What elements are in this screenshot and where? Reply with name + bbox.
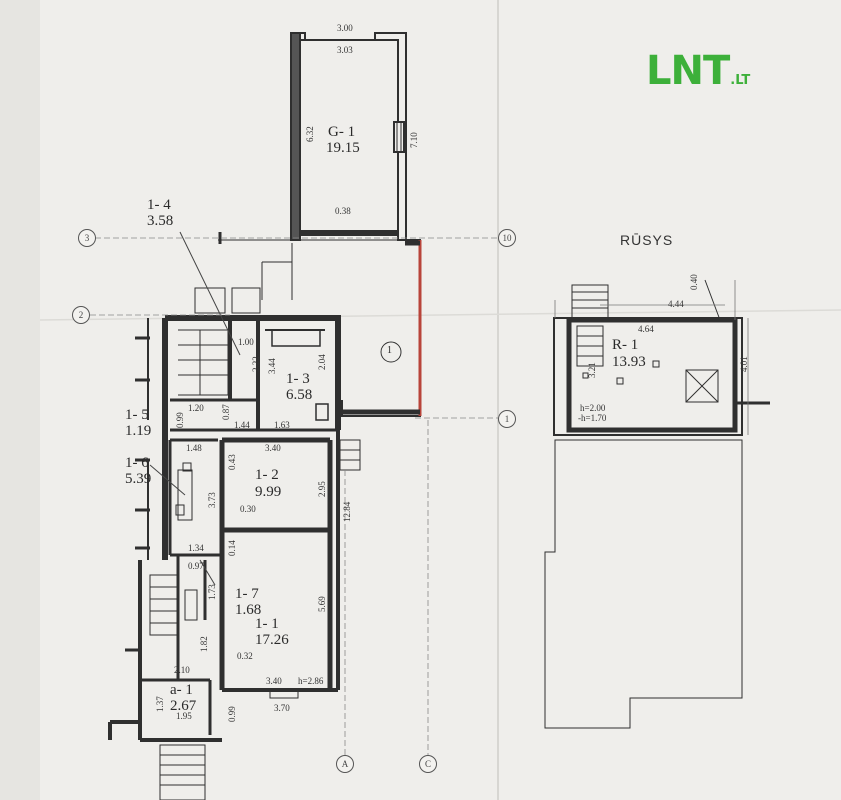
- dim-label: 0.14: [227, 540, 237, 556]
- room-1-1-area: 17.26: [255, 632, 289, 648]
- dim-label: 3.21: [587, 362, 597, 378]
- dim-label: 1.44: [234, 420, 250, 430]
- dim-label: 0.32: [237, 651, 253, 661]
- axis-marker-c: C: [419, 755, 437, 773]
- dim-label: 0.38: [335, 206, 351, 216]
- dim-label: -h=1.70: [578, 413, 607, 423]
- dim-label: 0.97: [188, 561, 204, 571]
- dim-label: 3.00: [337, 23, 353, 33]
- room-1-2-code: 1- 2: [255, 467, 279, 483]
- dim-label: 2.04: [317, 354, 327, 370]
- dim-label: 7.10: [409, 132, 419, 148]
- dim-label: 1.20: [188, 403, 204, 413]
- dim-label: 1.48: [186, 443, 202, 453]
- room-1-3-area: 6.58: [286, 387, 313, 403]
- dim-label: 0.40: [689, 274, 699, 290]
- dim-label: h=2.86: [298, 676, 324, 686]
- room-1-6-code: 1- 6: [125, 455, 149, 471]
- annex-room-number: 1: [387, 345, 392, 356]
- room-g1-code: G- 1: [328, 124, 356, 140]
- dim-label: h=2.00: [580, 403, 606, 413]
- dim-label: 4.44: [668, 299, 684, 309]
- axis-marker-a: A: [336, 755, 354, 773]
- room-1-7-area: 1.68: [235, 602, 262, 618]
- dim-label: 1.63: [274, 420, 290, 430]
- dim-label: 2.22: [251, 356, 261, 372]
- room-1-4-area: 3.58: [147, 213, 174, 229]
- dim-label: 1.37: [155, 696, 165, 712]
- axis-marker-1: 1: [498, 410, 516, 428]
- room-1-4-code: 1- 4: [147, 197, 171, 213]
- room-a1-area: 2.67: [170, 698, 197, 714]
- dim-label: 2.95: [317, 481, 327, 497]
- room-r1-code: R- 1: [612, 337, 639, 353]
- room-1-1-code: 1- 1: [255, 616, 279, 632]
- dim-label: 2.10: [174, 665, 190, 675]
- dim-label: 12.84: [342, 501, 352, 522]
- dim-label: 6.32: [305, 126, 315, 142]
- dim-label: 5.69: [317, 596, 327, 612]
- dim-label: 1.34: [188, 543, 204, 553]
- lnt-logo: LNT .LT: [646, 48, 750, 94]
- logo-suffix-text: .LT: [730, 73, 751, 88]
- dim-label: 3.03: [337, 45, 353, 55]
- dim-label: 4.01: [739, 356, 749, 372]
- axis-marker-10: 10: [498, 229, 516, 247]
- room-a1-code: a- 1: [170, 682, 193, 698]
- room-1-5-area: 1.19: [125, 423, 152, 439]
- room-r1-area: 13.93: [612, 354, 646, 370]
- room-1-3-code: 1- 3: [286, 371, 310, 387]
- dim-label: 1.95: [176, 711, 192, 721]
- room-1-6-area: 5.39: [125, 471, 152, 487]
- dim-label: 0.99: [175, 412, 185, 428]
- axis-marker-2: 2: [72, 306, 90, 324]
- room-g1-area: 19.15: [326, 140, 360, 156]
- room-1-5-code: 1- 5: [125, 407, 149, 423]
- dim-label: 1.00: [238, 337, 254, 347]
- dim-label: 3.40: [266, 676, 282, 686]
- basement-title: RŪSYS: [620, 232, 674, 248]
- room-1-2-area: 9.99: [255, 484, 282, 500]
- dim-label: 1.82: [199, 636, 209, 652]
- logo-main-text: LNT: [646, 48, 730, 94]
- room-1-7-code: 1- 7: [235, 586, 259, 602]
- dim-label: 0.99: [227, 706, 237, 722]
- dim-label: 3.44: [267, 358, 277, 374]
- dim-label: 1.73: [207, 584, 217, 600]
- dim-label: 3.40: [265, 443, 281, 453]
- dim-label: 3.73: [207, 492, 217, 508]
- dim-label: 4.64: [638, 324, 654, 334]
- dim-label: 0.87: [221, 404, 231, 420]
- dim-label: 0.43: [227, 454, 237, 470]
- dim-label: 3.70: [274, 703, 290, 713]
- axis-marker-3: 3: [78, 229, 96, 247]
- dim-label: 0.30: [240, 504, 256, 514]
